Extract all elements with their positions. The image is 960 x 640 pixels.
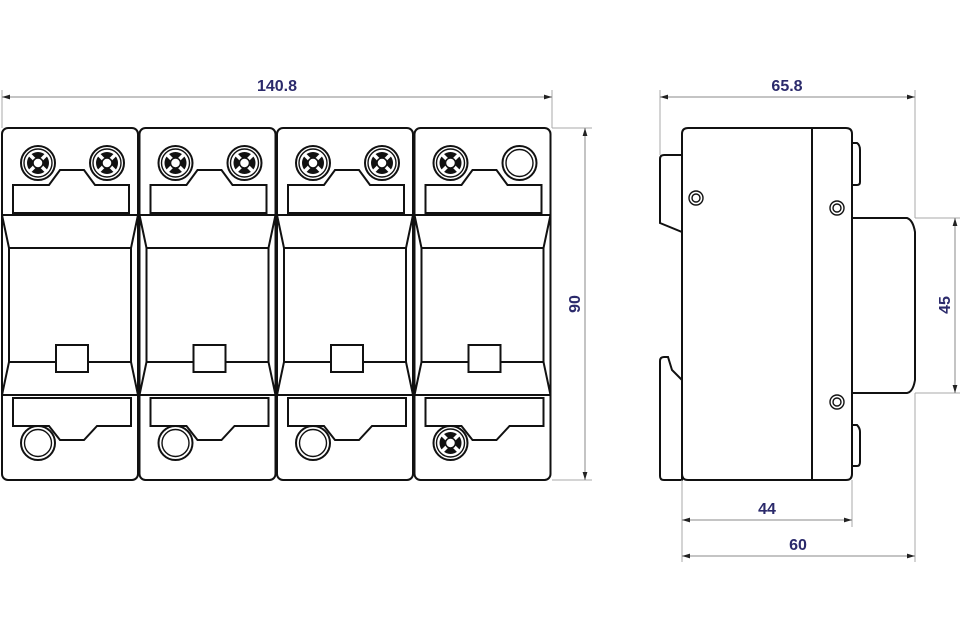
- terminal-opening-icon: [501, 145, 538, 181]
- screw-terminal-icon: [157, 145, 194, 181]
- rail-label: 45: [937, 296, 954, 314]
- screw-hole-icon: [688, 190, 704, 206]
- terminal-tab-top: [851, 142, 861, 186]
- screw-terminal-icon: [295, 145, 331, 181]
- module-housing: [138, 127, 277, 481]
- front-protrusion: [851, 217, 916, 394]
- side-body: [681, 127, 853, 481]
- dimension-depth-front: 44: [681, 480, 853, 562]
- front-view: [1, 127, 552, 481]
- side-width-label: 65.8: [771, 78, 802, 95]
- depth-total-label: 60: [789, 537, 807, 554]
- dimension-rail: 45: [915, 217, 960, 394]
- screw-hole-icon: [829, 200, 845, 216]
- screw-terminal-icon: [364, 145, 400, 181]
- terminal-opening-icon: [20, 425, 56, 461]
- dimension-depth-total: 60: [682, 393, 916, 562]
- pole-module: [1, 127, 139, 481]
- module-housing: [276, 127, 414, 481]
- din-clip-top: [659, 154, 683, 234]
- status-indicator: [192, 344, 227, 373]
- label-plate-top: [12, 169, 130, 214]
- screw-terminal-icon: [20, 145, 56, 181]
- pole-module: [413, 127, 552, 481]
- status-indicator: [467, 344, 502, 373]
- screw-terminal-icon: [226, 145, 263, 181]
- side-bevels: [276, 214, 414, 396]
- din-clip-bottom: [659, 356, 683, 481]
- module-housing: [413, 127, 552, 481]
- side-bevels: [138, 214, 277, 396]
- label-plate-bottom: [424, 397, 545, 441]
- front-height-label: 90: [567, 295, 584, 313]
- depth-front-label: 44: [758, 501, 776, 518]
- label-plate-bottom: [149, 397, 270, 441]
- label-plate-top: [424, 169, 543, 214]
- status-indicator: [55, 344, 89, 373]
- screw-terminal-icon: [432, 425, 469, 461]
- pole-module: [138, 127, 277, 481]
- side-view: [659, 127, 916, 481]
- terminal-opening-icon: [157, 425, 194, 461]
- screw-terminal-icon: [89, 145, 125, 181]
- side-bevels: [1, 214, 139, 396]
- pole-module: [276, 127, 414, 481]
- label-plate-bottom: [12, 397, 132, 441]
- screw-hole-icon: [829, 394, 845, 410]
- label-plate-top: [149, 169, 268, 214]
- terminal-opening-icon: [295, 425, 331, 461]
- side-bevels: [413, 214, 552, 396]
- module-housing: [1, 127, 139, 481]
- label-plate-bottom: [287, 397, 407, 441]
- terminal-tab-bottom: [851, 424, 861, 467]
- screw-terminal-icon: [432, 145, 469, 181]
- dimension-front-width: 140.8: [1, 78, 553, 128]
- status-indicator: [330, 344, 364, 373]
- dimension-side-width: 65.8: [659, 78, 916, 218]
- dimension-front-height: 90: [552, 127, 592, 481]
- label-plate-top: [287, 169, 405, 214]
- front-width-label: 140.8: [257, 78, 297, 95]
